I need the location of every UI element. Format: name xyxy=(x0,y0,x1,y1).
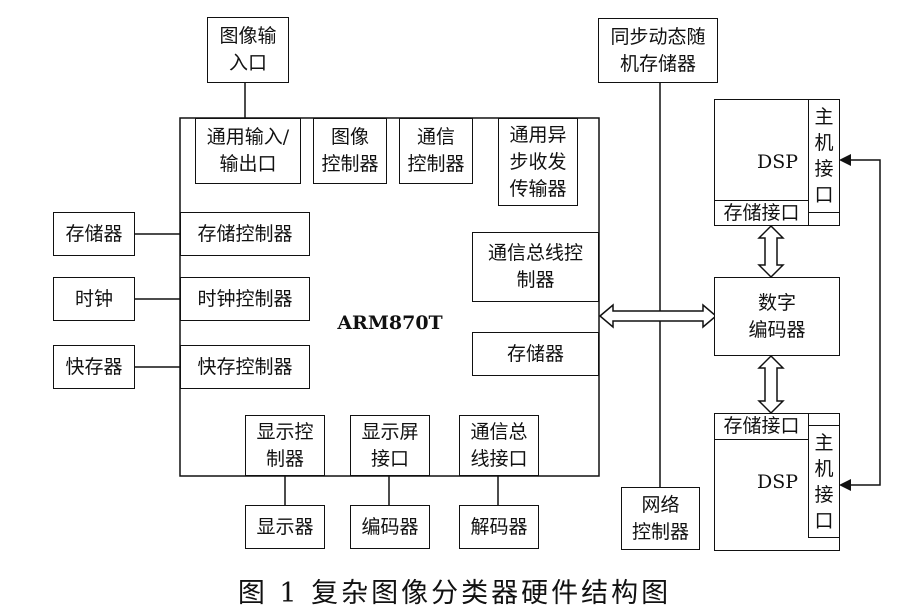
host-interface-link xyxy=(845,159,881,486)
cache-box: 快存器 xyxy=(53,345,135,389)
dsp-bottom-label: DSP xyxy=(757,470,799,493)
host-link-arrow-top xyxy=(839,154,851,166)
display-box: 显示器 xyxy=(245,505,325,549)
arm-label: ARM870T xyxy=(337,312,443,334)
gpio-box: 通用输入/ 输出口 xyxy=(195,118,301,184)
screen-interface-box: 显示屏 接口 xyxy=(350,415,430,476)
arm-storage-box: 存储器 xyxy=(472,332,599,376)
image-input-box: 图像输 入口 xyxy=(207,17,289,83)
storage-double-arrow-top xyxy=(757,224,785,279)
sdram-box: 同步动态随 机存储器 xyxy=(598,18,718,83)
storage-interface-bottom-box: 存储接口 xyxy=(714,413,809,440)
clock-controller-box: 时钟控制器 xyxy=(180,277,310,321)
uart-box: 通用异 步收发 传输器 xyxy=(498,118,578,206)
comm-bus-interface-box: 通信总 线接口 xyxy=(459,415,539,476)
cache-controller-box: 快存控制器 xyxy=(180,345,310,389)
image-controller-box: 图像 控制器 xyxy=(313,118,387,184)
bus-double-arrow xyxy=(598,303,718,329)
host-link-arrow-bottom xyxy=(839,479,851,491)
encoder-box: 编码器 xyxy=(350,505,430,549)
memory-controller-box: 存储控制器 xyxy=(180,212,310,256)
decoder-box: 解码器 xyxy=(459,505,539,549)
storage-interface-top-box: 存储接口 xyxy=(714,200,809,226)
comm-bus-controller-box: 通信总线控 制器 xyxy=(472,232,599,302)
display-controller-box: 显示控 制器 xyxy=(245,415,325,476)
comm-controller-box: 通信 控制器 xyxy=(399,118,473,184)
clock-box: 时钟 xyxy=(53,277,135,321)
host-interface-top-box: 主 机 接 口 xyxy=(808,99,840,213)
memory-box: 存储器 xyxy=(53,212,135,256)
figure-caption: 图 1 复杂图像分类器硬件结构图 xyxy=(237,578,672,609)
dsp-top-label: DSP xyxy=(757,151,799,173)
digital-encoder-box: 数字 编码器 xyxy=(714,277,840,356)
storage-double-arrow-bottom xyxy=(757,354,785,415)
network-controller-box: 网络 控制器 xyxy=(621,487,700,550)
host-interface-bottom-box: 主 机 接 口 xyxy=(808,425,840,538)
